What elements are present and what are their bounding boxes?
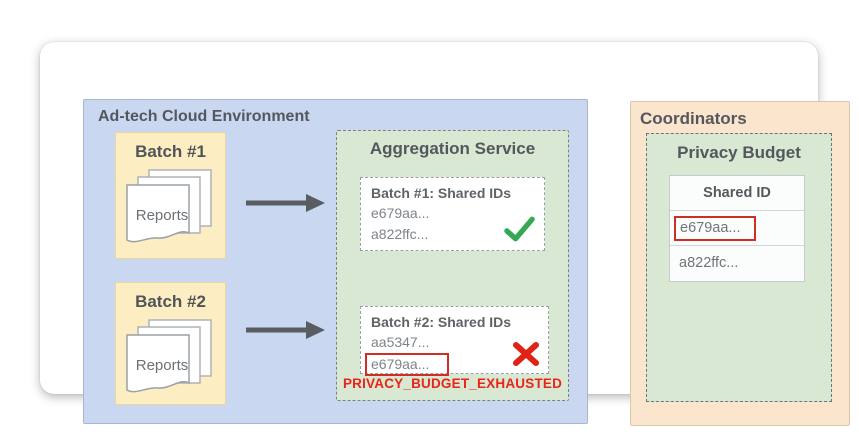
batch-1-result-box: Batch #1: Shared IDs e679aa... a822ffc..…	[360, 177, 545, 251]
batch-2-reports-stack: Reports	[123, 319, 220, 405]
batch-2-label: Batch #2	[135, 292, 206, 311]
x-icon	[513, 342, 539, 366]
batch-1-box: Batch #1 Reports	[115, 132, 226, 259]
aggregation-service-title: Aggregation Service	[369, 139, 536, 158]
flagged-shared-id: e679aa...	[365, 353, 450, 376]
documents-stack-icon	[126, 169, 212, 243]
batch-1-reports-label: Reports	[135, 207, 189, 224]
shared-id-table-header: Shared ID	[670, 176, 804, 211]
table-row: a822ffc...	[679, 255, 739, 271]
adtech-cloud-environment-panel: Ad-tech Cloud Environment Batch #1 Repor…	[83, 99, 588, 424]
batch-1-reports-stack: Reports	[123, 169, 220, 255]
privacy-budget-exhausted-label: PRIVACY_BUDGET_EXHAUSTED	[342, 376, 563, 391]
batch-2-box: Batch #2 Reports	[115, 282, 226, 405]
coordinators-title: Coordinators	[640, 109, 747, 128]
privacy-budget-box: Privacy Budget Shared ID e679aa... a822f…	[646, 133, 832, 402]
coordinators-panel: Coordinators Privacy Budget Shared ID e6…	[630, 101, 850, 426]
privacy-budget-title: Privacy Budget	[677, 143, 801, 162]
batch-2-result-box: Batch #2: Shared IDs aa5347... e679aa...	[360, 306, 549, 376]
table-row: e679aa...	[670, 211, 804, 246]
batch-2-flow-arrow-icon	[246, 321, 325, 339]
diagram-card: Ad-tech Cloud Environment Batch #1 Repor…	[40, 42, 850, 426]
batch-1-label: Batch #1	[135, 142, 206, 161]
batch-2-reports-label: Reports	[135, 357, 189, 374]
documents-stack-icon	[126, 319, 212, 393]
batch-1-flow-arrow-icon	[246, 194, 325, 212]
batch-2-result-title: Batch #2: Shared IDs	[371, 314, 512, 330]
flagged-shared-id: e679aa...	[674, 215, 757, 241]
batch-1-result-title: Batch #1: Shared IDs	[371, 185, 512, 201]
shared-id-value: a822ffc...	[371, 226, 429, 242]
aggregation-service-box: Aggregation Service Batch #1: Shared IDs…	[336, 130, 569, 401]
check-icon	[504, 216, 535, 242]
shared-id-value: aa5347...	[371, 334, 430, 350]
adtech-environment-title: Ad-tech Cloud Environment	[98, 108, 310, 125]
shared-id-value: e679aa...	[371, 205, 430, 221]
shared-id-table: Shared ID e679aa... a822ffc...	[669, 175, 805, 282]
